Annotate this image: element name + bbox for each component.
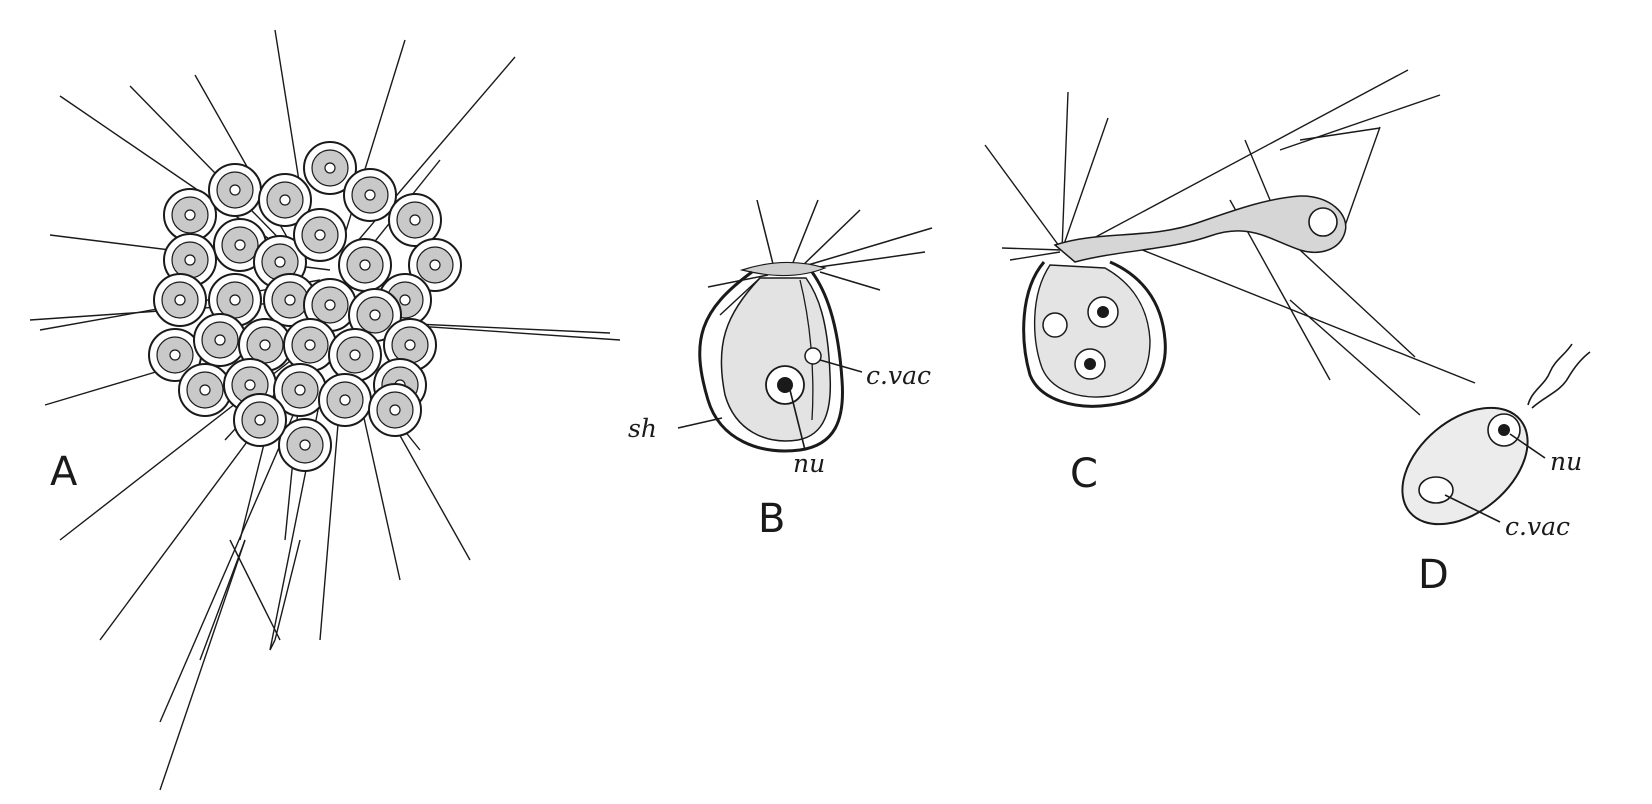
colony-cell	[303, 278, 357, 332]
panel-d-nucleolus	[1498, 424, 1510, 436]
colony-cell	[208, 163, 262, 217]
leader-b-cvac	[819, 359, 863, 373]
colony-cell	[348, 288, 402, 342]
colony-cell	[148, 328, 202, 382]
callout-d-cvac: c.vac	[1505, 512, 1570, 541]
colony-cell	[258, 173, 312, 227]
panel-b-cap	[739, 261, 827, 277]
panel-b-cell: sh nu c.vac B	[628, 199, 933, 542]
colony-cell	[233, 393, 287, 447]
spine	[359, 399, 401, 581]
callout-b-nu: nu	[793, 449, 825, 478]
panel-a-colony: A	[29, 29, 621, 791]
panel-label-d: D	[1418, 552, 1449, 598]
colony-cell	[293, 208, 347, 262]
leader-d-nu	[1509, 433, 1546, 459]
panel-d-cell: nu c.vac D	[1401, 343, 1591, 598]
spine	[159, 539, 246, 791]
panel-label-a: A	[50, 449, 78, 495]
colony-cell	[383, 318, 437, 372]
colony-cell	[303, 141, 357, 195]
panel-b-protoplast	[720, 277, 832, 442]
colony-cell	[408, 238, 462, 292]
leader-d-cvac	[1444, 494, 1501, 523]
panel-label-c: C	[1070, 451, 1098, 497]
panel-d-flagella-2	[1531, 351, 1591, 409]
panel-b-contractile-vacuole	[804, 347, 822, 365]
panel-c-cell: C	[984, 69, 1476, 497]
panel-c-strand-vacuole	[1308, 207, 1338, 237]
colony-cell	[238, 318, 292, 372]
colony-cell	[368, 383, 422, 437]
spine	[274, 539, 301, 641]
panel-b-nucleolus	[777, 377, 793, 393]
colony-cell	[208, 273, 262, 327]
colony-cell	[328, 328, 382, 382]
panel-d-contractile-vacuole	[1418, 476, 1454, 504]
spine	[269, 639, 276, 651]
colony-cell	[283, 318, 337, 372]
colony-cell	[193, 313, 247, 367]
panel-b-inner-stalk	[799, 279, 814, 421]
colony-cell	[263, 273, 317, 327]
colony-cell	[343, 168, 397, 222]
panel-c-filaments	[984, 69, 1476, 416]
panel-label-b: B	[758, 496, 785, 542]
panel-b-pseudopodia	[707, 199, 933, 316]
panel-c-nucleolus-upper	[1097, 306, 1109, 318]
spine	[319, 399, 341, 641]
panel-c-protoplast	[1033, 264, 1151, 398]
panel-c-vacuole	[1042, 312, 1068, 338]
colony-cell	[388, 193, 442, 247]
leader-b-sh	[677, 417, 723, 429]
panel-d-flagella	[1527, 343, 1573, 406]
colony-cells	[148, 141, 462, 472]
callout-b-sh: sh	[628, 414, 657, 443]
spine	[339, 39, 406, 251]
colony-cell	[318, 373, 372, 427]
spine	[229, 539, 281, 641]
panel-c-lorica	[1022, 260, 1167, 408]
colony-cell	[273, 363, 327, 417]
panel-c-nucleolus-lower	[1084, 358, 1096, 370]
callout-b-cvac: c.vac	[866, 361, 931, 390]
callout-d-nu: nu	[1550, 447, 1582, 476]
colony-cell	[338, 238, 392, 292]
panel-c-cytoplasmic-strand	[1053, 195, 1347, 263]
colony-cell	[153, 273, 207, 327]
colony-cell	[163, 188, 217, 242]
leader-b-nu	[789, 389, 806, 451]
colony-cell	[278, 418, 332, 472]
panel-b-lorica	[698, 270, 844, 453]
spine	[59, 329, 331, 541]
colony-cell	[178, 363, 232, 417]
